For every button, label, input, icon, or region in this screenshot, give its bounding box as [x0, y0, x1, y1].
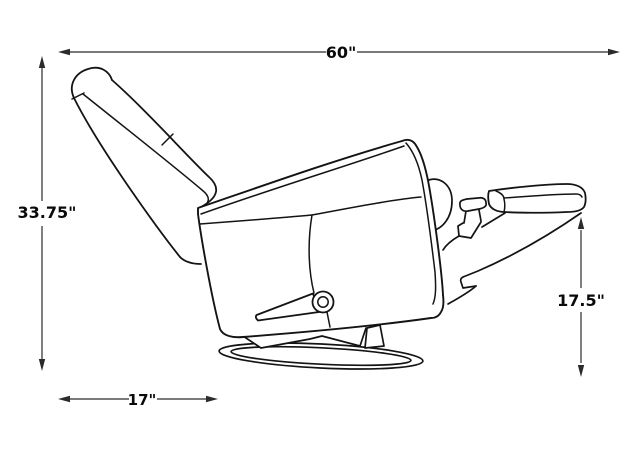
seat-outline — [197, 138, 445, 339]
seat-seam-divider-lower — [326, 311, 331, 328]
seat-box — [197, 138, 445, 339]
backrest-inner-edge — [111, 79, 217, 209]
dimension-label-top: 60" — [326, 43, 357, 62]
dimension-right-height: 17.5" — [557, 217, 605, 377]
base-inner-oval — [230, 345, 412, 367]
pivot-knob-cap — [458, 196, 488, 213]
arrow-down-icon — [577, 365, 585, 377]
footrest-arm-tail — [447, 285, 477, 305]
dimension-label-bottom: 17" — [128, 391, 157, 409]
lever-bar — [255, 292, 320, 322]
lever-knob — [311, 290, 335, 314]
backrest-outer-edge — [73, 97, 181, 258]
dimension-annotations: 60" 33.75" 17.5" — [18, 43, 620, 409]
pivot-knob-stem-left — [463, 210, 467, 224]
pivot-knob-stem-right — [478, 209, 482, 222]
backrest-seam-mid — [161, 133, 174, 146]
footrest-pad — [487, 183, 587, 214]
pivot-bracket — [457, 221, 482, 239]
footrest-assembly — [442, 183, 587, 305]
arrow-up-icon — [577, 217, 585, 229]
arrow-left-icon — [58, 395, 70, 403]
arrow-down-icon — [38, 359, 46, 371]
footrest-arm-connector — [442, 235, 460, 251]
swivel-base — [218, 342, 424, 370]
dimension-left-height: 33.75" — [18, 56, 77, 371]
base-outer-oval — [218, 342, 424, 370]
backrest-bottom-curve — [179, 256, 202, 265]
footrest-arm-notch — [459, 276, 477, 289]
arrow-left-icon — [58, 48, 70, 56]
seat-seam-left — [199, 214, 313, 225]
backrest-seam-top — [71, 92, 85, 100]
arrow-right-icon — [608, 48, 620, 56]
dimension-bottom-width: 17" — [58, 391, 218, 409]
backrest-piping — [82, 93, 209, 212]
footrest-pad-seam — [503, 193, 583, 199]
dimension-top-width: 60" — [58, 43, 620, 62]
footrest-arm-lower — [462, 212, 582, 278]
dimension-label-left: 33.75" — [18, 203, 77, 222]
arrow-up-icon — [38, 56, 46, 68]
recline-lever — [255, 290, 335, 322]
backrest — [70, 66, 217, 265]
backrest-top-cap — [70, 66, 113, 99]
seat-top-inner-line — [200, 145, 405, 215]
seat-seam-right — [311, 196, 422, 216]
footrest-arm-upper — [481, 212, 506, 228]
lever-knob-inner — [317, 296, 329, 308]
seat-seam-divider — [308, 214, 315, 294]
dimension-label-right: 17.5" — [557, 291, 605, 310]
seat-right-inner-line — [405, 142, 437, 305]
footrest-pad-fold — [495, 190, 506, 213]
arrow-right-icon — [206, 395, 218, 403]
